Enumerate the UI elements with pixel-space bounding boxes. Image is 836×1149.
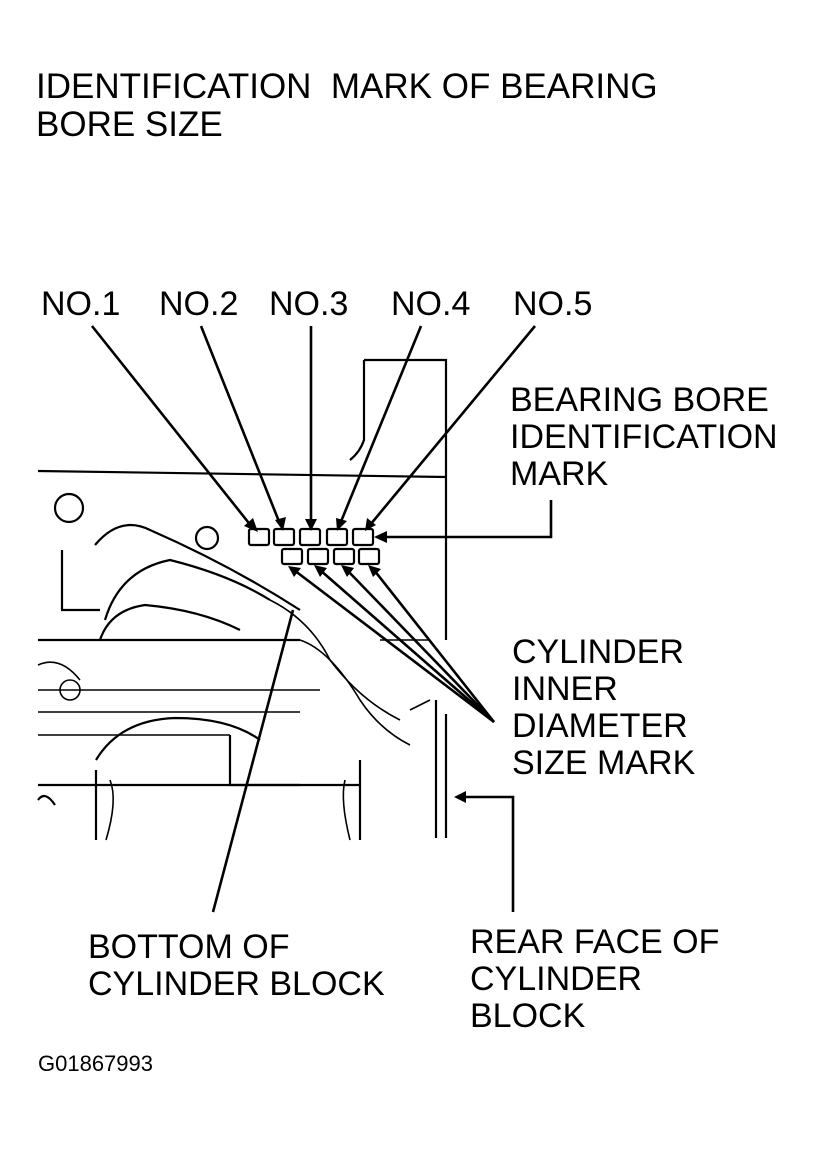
diameter-mark-box-4 (357, 547, 381, 566)
cylinder-diameter-line-1: CYLINDER (512, 633, 684, 671)
figure-code: G01867993 (38, 1051, 153, 1076)
bottom-of-block-leader (211, 609, 295, 913)
bearing-no-5-label: NO.5 (513, 285, 593, 323)
bore-mark-box-5 (351, 527, 375, 547)
bearing-bore-line-1: BEARING BORE (510, 381, 769, 419)
rear-face-line-3: BLOCK (470, 997, 586, 1035)
diameter-mark-box-2 (306, 547, 330, 566)
rear-face-line-1: REAR FACE OF (470, 923, 720, 961)
bearing-no-1-label: NO.1 (41, 285, 121, 323)
bore-mark-box-1 (247, 527, 271, 547)
diameter-mark-box-1 (280, 547, 304, 566)
rear-face-line-2: CYLINDER (470, 960, 642, 998)
bearing-number-leaders (90, 325, 537, 532)
cylinder-diameter-line-2: INNER (512, 670, 618, 708)
bore-mark-box-4 (325, 527, 349, 547)
cylinder-diameter-mark-boxes (280, 547, 381, 566)
title-line-1: IDENTIFICATION MARK OF BEARING (36, 67, 658, 106)
title-line-2: BORE SIZE (36, 105, 223, 144)
bearing-no-4-label: NO.4 (391, 285, 471, 323)
cylinder-diameter-line-4: SIZE MARK (512, 744, 696, 782)
bearing-bore-mark-leader (374, 500, 553, 543)
bore-mark-box-2 (272, 527, 296, 547)
bottom-of-block-line-2: CYLINDER BLOCK (88, 965, 385, 1003)
bearing-bore-line-3: MARK (510, 455, 609, 493)
cylinder-block-outline (37, 358, 448, 841)
bore-mark-box-3 (298, 527, 322, 547)
diameter-mark-leaders (288, 565, 496, 724)
bearing-bore-line-2: IDENTIFICATION (510, 418, 778, 456)
bearing-bore-mark-boxes (247, 527, 375, 547)
cylinder-diameter-line-3: DIAMETER (512, 707, 688, 745)
bottom-of-block-line-1: BOTTOM OF (88, 928, 290, 966)
diameter-mark-box-3 (332, 547, 356, 566)
bearing-no-2-label: NO.2 (159, 285, 239, 323)
bearing-no-3-label: NO.3 (269, 285, 349, 323)
rear-face-leader (454, 791, 515, 912)
